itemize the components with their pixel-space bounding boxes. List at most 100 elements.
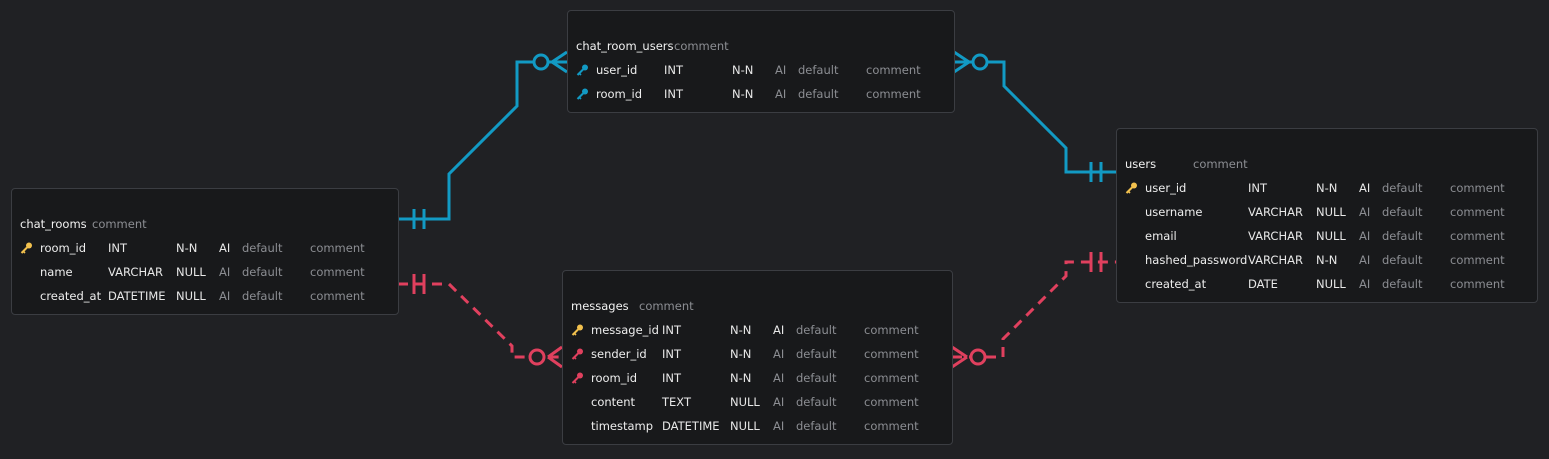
table-chat-rooms[interactable]: chat_rooms comment room_id INT N-N AI de… — [11, 188, 399, 315]
column-default: default — [1382, 229, 1423, 243]
table-header[interactable]: chat_room_users comment — [568, 34, 954, 58]
column-comment: comment — [864, 371, 919, 385]
column-type: VARCHAR — [1248, 205, 1303, 219]
column-name: message_id — [591, 323, 659, 337]
column-nullable: N-N — [732, 87, 754, 101]
column-nullable: NULL — [1316, 277, 1346, 291]
column-nullable: N-N — [1316, 253, 1338, 267]
column-type: VARCHAR — [108, 265, 163, 279]
column-default: default — [798, 87, 839, 101]
column-type: INT — [662, 323, 682, 337]
column-default: default — [1382, 181, 1423, 195]
column-row[interactable]: user_id INT N-N AI default comment — [568, 58, 954, 82]
column-type: INT — [662, 347, 682, 361]
column-type: INT — [1248, 181, 1268, 195]
column-default: default — [242, 241, 283, 255]
column-name: email — [1145, 229, 1177, 243]
foreign-key-icon — [576, 82, 590, 106]
table-messages[interactable]: messages comment message_id INT N-N AI d… — [562, 270, 953, 445]
column-nullable: N-N — [176, 241, 198, 255]
column-type: INT — [664, 87, 684, 101]
relation-chat-rooms-to-chat-room-users[interactable] — [398, 50, 568, 229]
column-default: default — [1382, 253, 1423, 267]
column-type: INT — [108, 241, 128, 255]
column-comment: comment — [310, 241, 365, 255]
column-ai: AI — [775, 63, 787, 77]
primary-key-icon — [1125, 176, 1139, 200]
column-name: sender_id — [591, 347, 647, 361]
column-ai: AI — [773, 395, 785, 409]
column-default: default — [798, 63, 839, 77]
column-row[interactable]: hashed_password VARCHAR N-N AI default c… — [1117, 248, 1537, 272]
column-name: hashed_password — [1145, 253, 1248, 267]
column-ai: AI — [1359, 229, 1371, 243]
column-ai: AI — [775, 87, 787, 101]
column-nullable: NULL — [1316, 205, 1346, 219]
table-name: chat_room_users — [576, 39, 674, 53]
column-default: default — [796, 323, 837, 337]
table-comment: comment — [92, 217, 147, 231]
column-row[interactable]: email VARCHAR NULL AI default comment — [1117, 224, 1537, 248]
table-header[interactable]: messages comment — [563, 294, 952, 318]
column-row[interactable]: created_at DATETIME NULL AI default comm… — [12, 284, 398, 308]
column-nullable: NULL — [1316, 229, 1346, 243]
column-ai: AI — [773, 371, 785, 385]
column-ai: AI — [219, 289, 231, 303]
column-name: timestamp — [591, 419, 654, 433]
column-ai: AI — [219, 241, 231, 255]
column-row[interactable]: content TEXT NULL AI default comment — [563, 390, 952, 414]
table-header[interactable]: chat_rooms comment — [12, 212, 398, 236]
relation-users-to-messages[interactable] — [951, 252, 1117, 369]
table-name: chat_rooms — [20, 217, 87, 231]
column-nullable: NULL — [730, 419, 760, 433]
primary-key-icon — [571, 318, 585, 342]
column-row[interactable]: timestamp DATETIME NULL AI default comme… — [563, 414, 952, 438]
table-users[interactable]: users comment user_id INT N-N AI default… — [1116, 128, 1538, 303]
column-row[interactable]: sender_id INT N-N AI default comment — [563, 342, 952, 366]
column-comment: comment — [1450, 253, 1505, 267]
column-name: created_at — [1145, 277, 1207, 291]
column-nullable: N-N — [730, 323, 752, 337]
column-comment: comment — [866, 63, 921, 77]
column-type: INT — [664, 63, 684, 77]
column-name: user_id — [596, 63, 638, 77]
column-row[interactable]: room_id INT N-N AI default comment — [12, 236, 398, 260]
column-comment: comment — [864, 419, 919, 433]
table-comment: comment — [639, 299, 694, 313]
column-row[interactable]: message_id INT N-N AI default comment — [563, 318, 952, 342]
column-nullable: N-N — [1316, 181, 1338, 195]
column-nullable: NULL — [176, 265, 206, 279]
column-row[interactable]: created_at DATE NULL AI default comment — [1117, 272, 1537, 296]
column-ai: AI — [773, 419, 785, 433]
column-nullable: N-N — [732, 63, 754, 77]
column-row[interactable]: room_id INT N-N AI default comment — [563, 366, 952, 390]
column-row[interactable]: username VARCHAR NULL AI default comment — [1117, 200, 1537, 224]
table-chat-room-users[interactable]: chat_room_users comment user_id INT N-N … — [567, 10, 955, 113]
table-name: messages — [571, 299, 629, 313]
column-default: default — [796, 419, 837, 433]
foreign-key-icon — [571, 366, 585, 390]
column-name: created_at — [40, 289, 102, 303]
column-type: INT — [662, 371, 682, 385]
column-comment: comment — [310, 265, 365, 279]
column-type: VARCHAR — [1248, 229, 1303, 243]
column-row[interactable]: user_id INT N-N AI default comment — [1117, 176, 1537, 200]
table-comment: comment — [1193, 157, 1248, 171]
column-comment: comment — [1450, 229, 1505, 243]
column-row[interactable]: name VARCHAR NULL AI default comment — [12, 260, 398, 284]
column-name: username — [1145, 205, 1203, 219]
column-ai: AI — [1359, 253, 1371, 267]
column-name: user_id — [1145, 181, 1187, 195]
table-header[interactable]: users comment — [1117, 152, 1537, 176]
column-nullable: NULL — [176, 289, 206, 303]
column-default: default — [796, 371, 837, 385]
column-row[interactable]: room_id INT N-N AI default comment — [568, 82, 954, 106]
relation-chat-rooms-to-messages[interactable] — [398, 274, 563, 369]
column-comment: comment — [1450, 277, 1505, 291]
column-comment: comment — [1450, 181, 1505, 195]
column-type: VARCHAR — [1248, 253, 1303, 267]
relation-users-to-chat-room-users[interactable] — [953, 50, 1117, 182]
column-comment: comment — [866, 87, 921, 101]
column-default: default — [242, 265, 283, 279]
column-name: content — [591, 395, 636, 409]
